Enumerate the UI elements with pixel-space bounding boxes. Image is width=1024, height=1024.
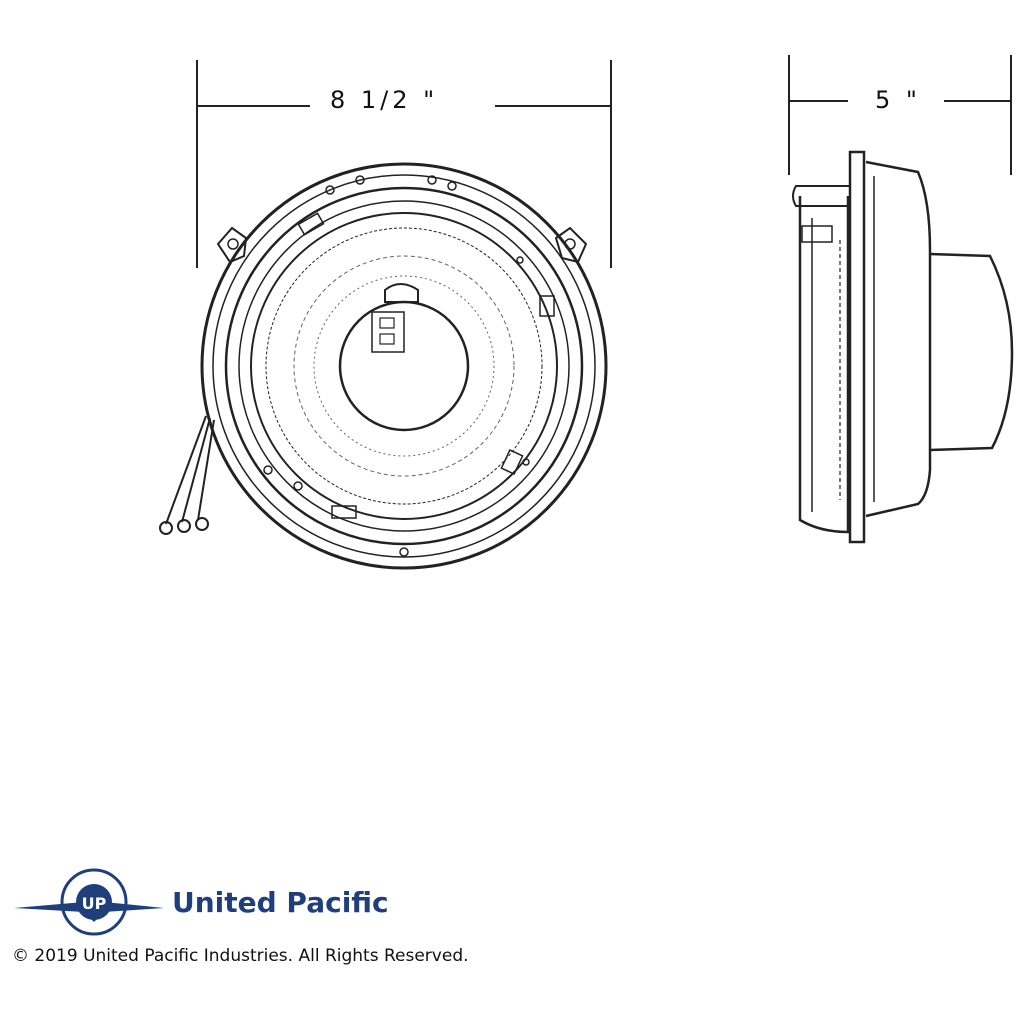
headlight-side-view bbox=[792, 150, 1014, 544]
technical-drawing bbox=[159, 55, 1014, 570]
united-pacific-logo: UP bbox=[14, 868, 164, 936]
brand-name: United Pacific bbox=[172, 886, 389, 919]
depth-dimension-label: 5 " bbox=[875, 86, 921, 114]
width-dimension-label: 8 1/2 " bbox=[330, 86, 439, 114]
copyright-text: © 2019 United Pacific Industries. All Ri… bbox=[12, 946, 469, 966]
logo-letters: UP bbox=[82, 894, 107, 913]
depth-dimension bbox=[788, 55, 1012, 175]
width-dimension bbox=[196, 60, 612, 268]
headlight-front-view bbox=[159, 162, 608, 570]
